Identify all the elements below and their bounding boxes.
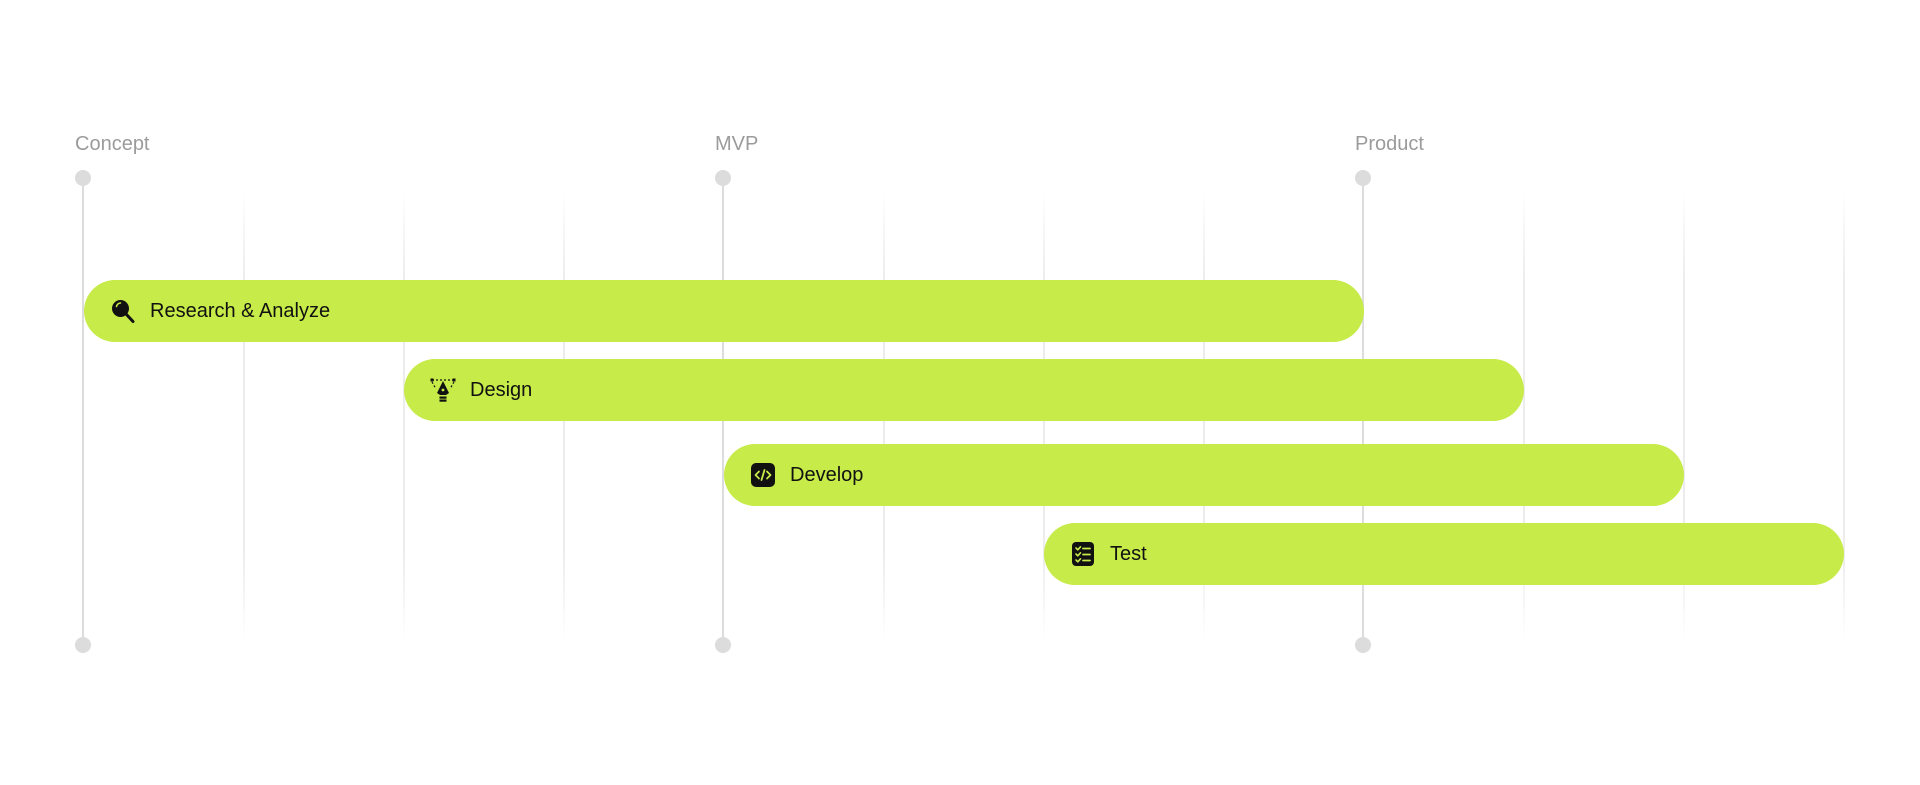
code-icon [750, 462, 776, 488]
milestone-end-dot [1355, 637, 1371, 653]
milestone-start-dot [715, 170, 731, 186]
task-bar-design[interactable]: Design [404, 359, 1524, 421]
milestone-line-concept [82, 178, 84, 646]
task-label: Test [1110, 542, 1147, 565]
task-label: Research & Analyze [150, 299, 331, 322]
milestone-end-dot [715, 637, 731, 653]
magnifier-icon [110, 298, 136, 324]
pen-tool-icon [430, 377, 456, 403]
task-label: Develop [790, 463, 864, 486]
task-bar-test[interactable]: Test [1044, 523, 1844, 585]
milestone-end-dot [75, 637, 91, 653]
milestone-label-concept: Concept [75, 133, 150, 155]
milestone-label-product: Product [1355, 133, 1424, 155]
grid-line [1523, 190, 1525, 640]
grid-line [1843, 190, 1845, 640]
milestone-start-dot [1355, 170, 1371, 186]
grid-line [403, 190, 405, 640]
grid-line [243, 190, 245, 640]
checklist-icon [1070, 541, 1096, 567]
task-bar-develop[interactable]: Develop [724, 444, 1684, 506]
task-bar-research[interactable]: Research & Analyze [84, 280, 1364, 342]
task-label: Design [470, 378, 533, 401]
milestone-label-mvp: MVP [715, 133, 759, 155]
grid-line [1683, 190, 1685, 640]
milestone-start-dot [75, 170, 91, 186]
